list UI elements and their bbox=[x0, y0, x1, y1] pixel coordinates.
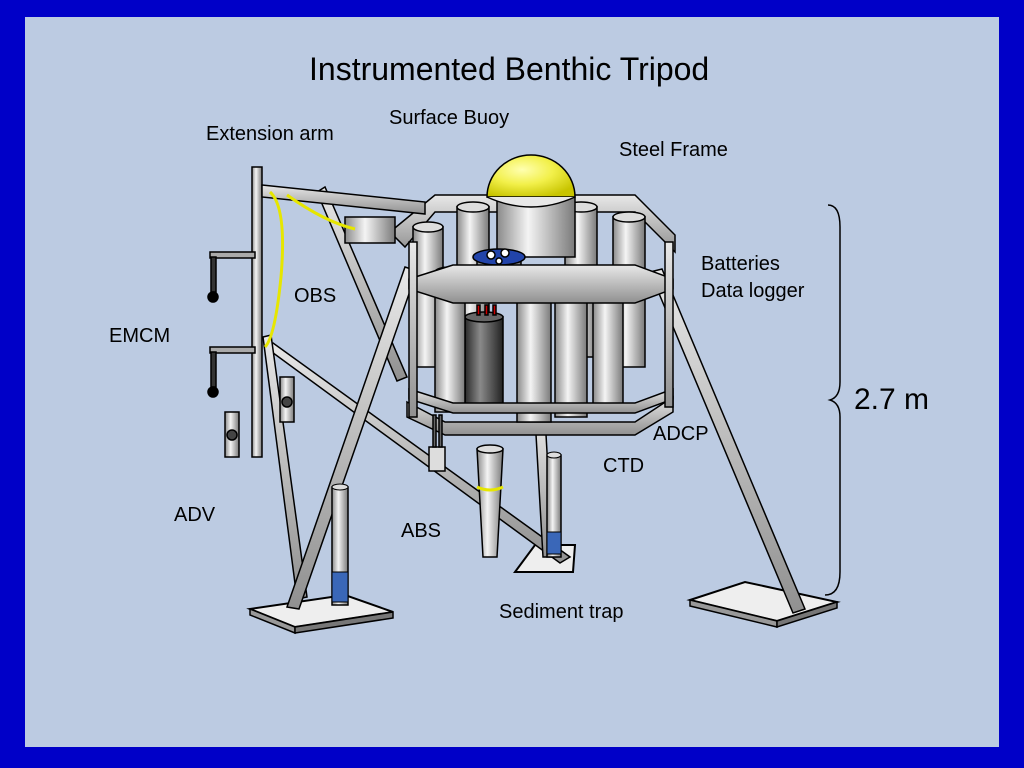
label-batteries: Batteries bbox=[701, 253, 780, 275]
extension-arm bbox=[207, 166, 426, 458]
label-steel-frame: Steel Frame bbox=[619, 139, 728, 161]
height-brace bbox=[824, 204, 841, 596]
page-title: Instrumented Benthic Tripod bbox=[309, 51, 710, 87]
steel-frame-front bbox=[408, 241, 674, 418]
tripod-illustration bbox=[207, 154, 841, 635]
surface-buoy bbox=[486, 154, 576, 258]
data-logger-cylinder bbox=[464, 304, 504, 413]
base-plate-left bbox=[246, 593, 394, 635]
sediment-trap-left bbox=[331, 483, 349, 606]
label-abs: ABS bbox=[401, 520, 442, 542]
label-data-logger: Data logger bbox=[701, 280, 805, 302]
abs-ctd-instruments bbox=[428, 414, 504, 558]
label-emcm: EMCM bbox=[109, 325, 171, 347]
label-height: 2.7 m bbox=[854, 383, 930, 416]
label-adcp: ADCP bbox=[653, 423, 709, 445]
label-extension-arm: Extension arm bbox=[206, 123, 334, 145]
label-surface-buoy: Surface Buoy bbox=[389, 107, 510, 129]
label-ctd: CTD bbox=[603, 455, 645, 477]
sediment-trap-center bbox=[546, 451, 562, 558]
slide: Instrumented Benthic Tripod Surface Buoy… bbox=[25, 17, 999, 747]
label-obs: OBS bbox=[294, 285, 337, 307]
base-plate-right bbox=[686, 580, 841, 629]
label-adv: ADV bbox=[174, 504, 216, 526]
label-sediment-trap: Sediment trap bbox=[499, 601, 624, 623]
